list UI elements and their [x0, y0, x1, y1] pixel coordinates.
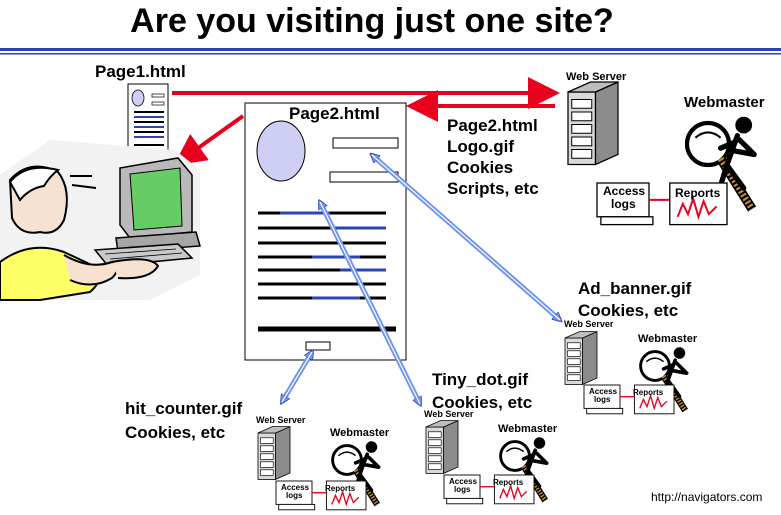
ad-reports-label: Reports [633, 388, 664, 397]
display-arrow-user [173, 114, 245, 166]
page-title: Are you visiting just one site? [130, 2, 614, 40]
ad-server-label: Web Server [564, 319, 614, 329]
counter-web-server [257, 426, 291, 480]
ad-access-logs-line1: Access [589, 387, 618, 396]
main-access-logs-line2: logs [611, 197, 636, 211]
counter-server-label: Web Server [256, 415, 306, 425]
served-file-cookies: Cookies [447, 158, 513, 177]
page1-document [127, 83, 169, 155]
tiny-dot-cookies: Cookies, etc [432, 393, 532, 412]
main-reports-label: Reports [675, 186, 721, 200]
main-served-files: Page2.html Logo.gif Cookies Scripts, etc [447, 116, 539, 198]
main-web-server: Web Server [566, 71, 627, 166]
hit-counter-file: hit_counter.gif [125, 399, 242, 418]
counter-webmaster-label: Webmaster [330, 427, 390, 439]
main-webmaster-label: Webmaster [684, 94, 765, 111]
dot-access-logs-line2: logs [454, 485, 471, 494]
served-file-logo: Logo.gif [447, 137, 514, 156]
title-rule-top [0, 48, 781, 51]
served-file-scripts: Scripts, etc [447, 179, 539, 198]
tiny-dot-link-arrow-inner [319, 201, 421, 405]
dot-server-label: Web Server [424, 409, 474, 419]
main-logs-reports: Access logs Reports [596, 182, 728, 226]
main-access-logs-line1: Access [603, 184, 645, 198]
ad-banner-server-group: Ad_banner.gif Cookies, etc Web Server We… [564, 279, 698, 415]
main-server-label: Web Server [566, 71, 627, 83]
title-rule-bottom [0, 53, 781, 55]
ad-banner-link-arrow-inner [371, 154, 561, 321]
dot-web-server [425, 420, 459, 474]
footer-url: http://navigators.com [651, 490, 762, 504]
main-webmaster: Webmaster [684, 94, 765, 209]
user-at-computer-illustration [0, 140, 201, 301]
ad-banner-cookies: Cookies, etc [578, 301, 678, 320]
counter-access-logs-line1: Access [281, 483, 310, 492]
ad-banner-file: Ad_banner.gif [578, 279, 692, 298]
tiny-dot-server-group: Tiny_dot.gif Cookies, etc Web Server Web… [424, 370, 558, 505]
dot-access-logs-line1: Access [449, 477, 478, 486]
ad-access-logs-line2: logs [594, 395, 611, 404]
dot-webmaster-label: Webmaster [498, 423, 558, 435]
served-file-page2: Page2.html [447, 116, 538, 135]
hit-counter-server-group: hit_counter.gif Cookies, etc Web Server … [125, 399, 390, 511]
tiny-dot-file: Tiny_dot.gif [432, 370, 528, 389]
hit-counter-cookies: Cookies, etc [125, 423, 225, 442]
counter-access-logs-line2: logs [286, 491, 303, 500]
page1-label: Page1.html [95, 62, 186, 81]
ad-webmaster-label: Webmaster [638, 333, 698, 345]
page2-label: Page2.html [289, 104, 380, 123]
hit-counter-link-arrow-inner [281, 351, 313, 403]
counter-reports-label: Reports [325, 484, 356, 493]
dot-reports-label: Reports [493, 478, 524, 487]
ad-web-server [564, 331, 598, 385]
